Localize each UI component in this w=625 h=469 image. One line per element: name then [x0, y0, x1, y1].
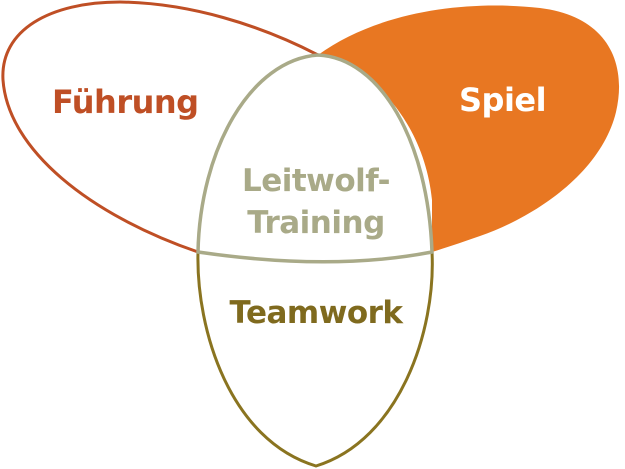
center-shape [196, 53, 434, 264]
spiel-shape [318, 5, 620, 252]
fuehrung-label: Führung [52, 83, 199, 121]
fuehrung-shape [1, 0, 319, 254]
center-label: Leitwolf- Training [222, 160, 410, 244]
center-label-line1: Leitwolf- [241, 163, 391, 199]
teamwork-shape [196, 251, 434, 468]
center-label-line2: Training [247, 205, 385, 241]
spiel-label: Spiel [459, 81, 547, 119]
teamwork-label: Teamwork [229, 295, 403, 331]
